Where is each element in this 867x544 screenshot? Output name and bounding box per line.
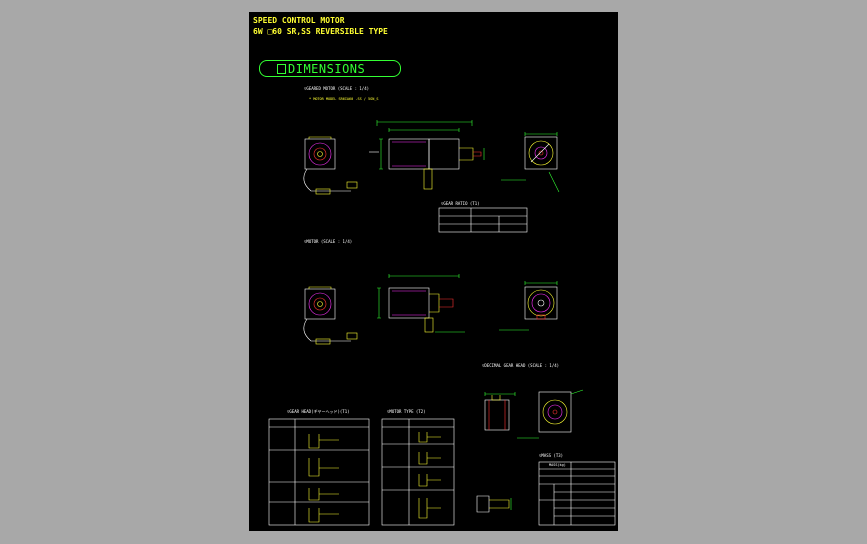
motor-front-view-top: [303, 136, 358, 195]
section-decimal-gear-head: ▽DECIMAL GEAR HEAD (SCALE : 1/4): [482, 363, 560, 368]
shaft-detail: [476, 495, 512, 513]
gear-head-type-table: [268, 418, 370, 526]
geared-motor-model-note: * MOTOR MODEL SR6IA60 -SS / 5GN_S: [309, 97, 379, 101]
dimensions-label: DIMENSIONS: [288, 62, 366, 76]
section-gear-head-type: ▽GEAR HEAD(ギヤーヘッド)(T1): [287, 409, 350, 414]
section-mass: ▽MASS (T3): [539, 453, 564, 458]
mass-header: MASS(kg): [549, 463, 566, 467]
section-motor: ▽MOTOR (SCALE : 1/4): [304, 239, 353, 244]
title-line-2: 6W □60 SR,SS REVERSIBLE TYPE: [253, 27, 388, 36]
square-icon: [277, 64, 286, 74]
gear-ratio-table: [438, 207, 528, 233]
flange-view-top: [501, 132, 560, 193]
drawing-sheet: SPEED CONTROL MOTOR 6W □60 SR,SS REVERSI…: [249, 12, 618, 531]
dimensions-banner: DIMENSIONS: [259, 60, 401, 77]
title-line-1: SPEED CONTROL MOTOR: [253, 16, 345, 25]
flange-view-mid: [499, 281, 558, 331]
motor-side-view-top: [369, 120, 485, 190]
mass-table: [538, 461, 616, 526]
section-motor-type: ▽MOTOR TYPE (T2): [387, 409, 426, 414]
motor-type-table: [381, 418, 455, 526]
motor-side-view-mid: [377, 274, 465, 333]
decimal-gear-head-views: [484, 389, 584, 439]
drawing-linework: [268, 120, 616, 526]
section-geared-motor: ▽GEARED MOTOR (SCALE : 1/4): [304, 86, 370, 91]
motor-front-view-mid: [303, 286, 358, 345]
section-gear-ratio: ▽GEAR RATIO (T1): [441, 201, 480, 206]
